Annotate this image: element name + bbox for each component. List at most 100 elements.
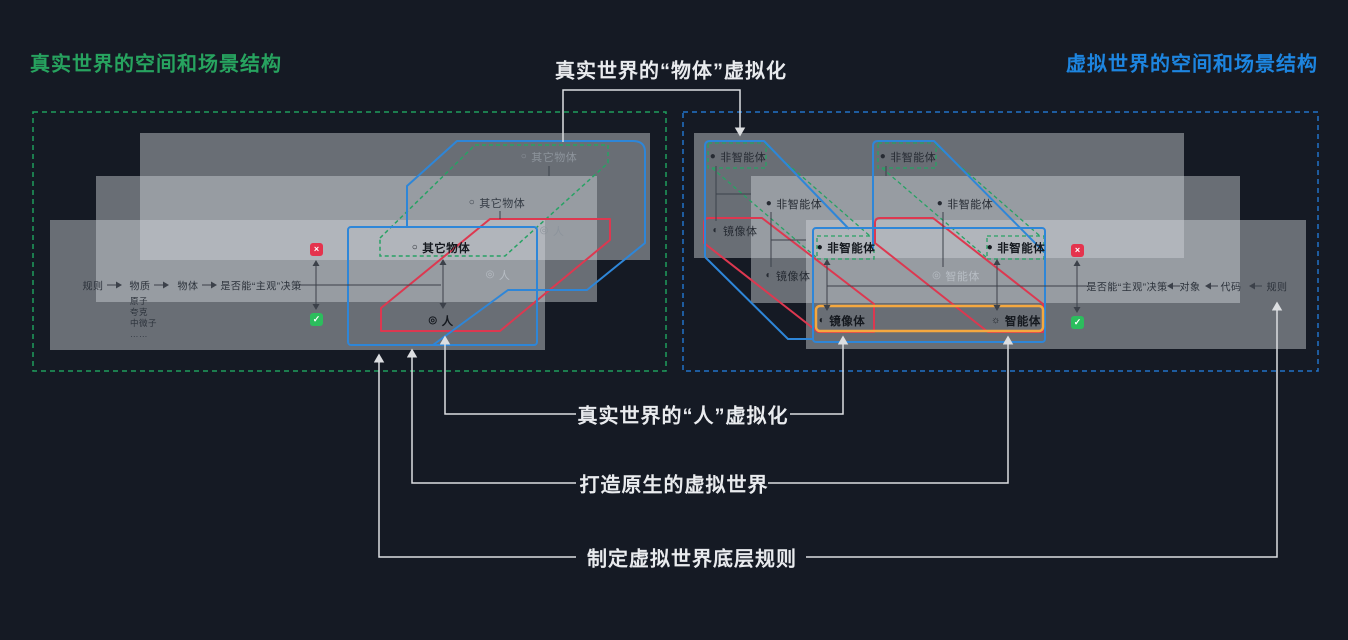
label-text: 镜像体 xyxy=(776,271,811,283)
yes-badge: ✓ xyxy=(1071,316,1084,329)
yes-badge: ✓ xyxy=(310,313,323,326)
filled-circle-icon: ● xyxy=(816,242,824,253)
flow-code: 代码 xyxy=(1220,282,1242,294)
object-virtualization-title: 真实世界的“物体”虚拟化 xyxy=(555,60,787,83)
label-nonagent-back-left: ● 非智能体 xyxy=(710,149,767,165)
filled-circle-icon: ● xyxy=(986,242,994,253)
label-text: 非智能体 xyxy=(997,243,1046,255)
label-text: 其它物体 xyxy=(479,198,526,210)
right-bottom-row-frame xyxy=(814,304,1045,333)
left-panel-back xyxy=(140,133,650,260)
person-label-connector-right xyxy=(790,335,849,415)
label-text: 人 xyxy=(441,316,454,328)
left-person-band xyxy=(380,218,611,332)
filled-circle-icon: ● xyxy=(936,198,944,209)
right-green-slant-4 xyxy=(881,167,988,259)
label-other-object-front: ○ 其它物体 xyxy=(412,240,471,256)
person-icon: ◎ xyxy=(539,225,549,236)
circle-outline-icon: ○ xyxy=(468,197,476,208)
matter-example: 原子 xyxy=(130,296,149,306)
label-text: 人 xyxy=(498,270,511,282)
label-mirror-back: ◐ 镜像体 xyxy=(712,223,757,239)
flow-rule: 规则 xyxy=(1266,282,1288,294)
label-text: 非智能体 xyxy=(720,152,767,164)
label-mirror-front: ◐ 镜像体 xyxy=(819,313,866,329)
native-world-connector-right xyxy=(768,335,1014,484)
no-badge: × xyxy=(310,243,323,256)
person-icon: ◎ xyxy=(485,269,495,280)
no-badge: × xyxy=(1071,244,1084,257)
circle-outline-icon: ○ xyxy=(411,242,419,253)
right-virtualization-band-right xyxy=(872,140,1045,253)
label-text: 其它物体 xyxy=(422,243,471,255)
left-other-object-band xyxy=(379,144,609,257)
label-text: 非智能体 xyxy=(890,152,937,164)
label-text: 其它物体 xyxy=(531,152,578,164)
flow-object: 物体 xyxy=(177,281,199,293)
flow-matter: 物质 xyxy=(129,281,151,293)
label-person-middle: ◎ 人 xyxy=(486,267,511,283)
label-agent-front: ☼ 智能体 xyxy=(991,313,1041,329)
label-text: 非智能体 xyxy=(776,199,823,211)
base-rules-label: 制定虚拟世界底层规则 xyxy=(587,548,797,571)
label-text: 非智能体 xyxy=(947,199,994,211)
label-nonagent-front-left: ● 非智能体 xyxy=(817,240,876,256)
virtual-world-region-border xyxy=(682,111,1319,372)
half-circle-icon: ◐ xyxy=(818,315,826,326)
base-rules-connector-left xyxy=(373,353,576,558)
matter-example: …… xyxy=(130,329,148,339)
person-label-connector-left xyxy=(439,335,576,415)
base-rules-connector-right xyxy=(806,301,1283,558)
person-virtualization-label: 真实世界的“人”虚拟化 xyxy=(577,405,789,428)
label-text: 镜像体 xyxy=(829,316,866,328)
label-text: 非智能体 xyxy=(827,243,876,255)
virtual-world-title: 虚拟世界的空间和场景结构 xyxy=(1066,53,1318,76)
label-other-object-back: ○ 其它物体 xyxy=(521,149,578,165)
right-nonagent-back-box-right xyxy=(877,142,937,169)
matter-example: 夸克 xyxy=(130,307,149,317)
circle-outline-icon: ○ xyxy=(520,151,528,162)
gear-sun-icon: ☼ xyxy=(991,315,1001,326)
right-nonagent-front-box-left xyxy=(816,235,875,260)
ring-icon: ◎ xyxy=(932,270,942,281)
label-nonagent-middle-right: ● 非智能体 xyxy=(937,196,994,212)
label-agent-middle: ◎ 智能体 xyxy=(932,268,980,284)
label-other-object-middle: ○ 其它物体 xyxy=(469,195,526,211)
half-circle-icon: ◐ xyxy=(712,225,720,236)
object-virtualization-connector xyxy=(562,89,746,142)
left-virtualization-band xyxy=(406,140,646,346)
label-nonagent-middle-left: ● 非智能体 xyxy=(766,196,823,212)
label-person-front: ◎ 人 xyxy=(428,313,453,329)
label-nonagent-back-right: ● 非智能体 xyxy=(880,149,937,165)
left-panel-middle xyxy=(96,176,597,302)
label-text: 镜像体 xyxy=(723,226,758,238)
flow-decision: 是否能“主观”决策 xyxy=(1086,282,1168,294)
right-front-frame xyxy=(812,227,1046,343)
matter-example: 中微子 xyxy=(130,318,158,328)
label-nonagent-front-right: ● 非智能体 xyxy=(987,240,1046,256)
real-world-title: 真实世界的空间和场景结构 xyxy=(30,53,282,76)
person-icon: ◎ xyxy=(428,315,438,326)
right-panel-front xyxy=(806,220,1306,349)
label-text: 智能体 xyxy=(945,271,980,283)
flow-decision: 是否能“主观”决策 xyxy=(220,281,302,293)
left-front-frame xyxy=(347,226,538,346)
filled-circle-icon: ● xyxy=(709,151,717,162)
right-virtualization-band-left xyxy=(704,140,850,340)
label-mirror-middle: ◐ 镜像体 xyxy=(765,268,810,284)
label-text: 人 xyxy=(552,226,565,238)
label-text: 智能体 xyxy=(1004,316,1041,328)
right-nonagent-front-box-right xyxy=(986,235,1045,260)
filled-circle-icon: ● xyxy=(765,198,773,209)
label-person-back: ◎ 人 xyxy=(540,223,565,239)
right-green-slant-2 xyxy=(711,167,818,259)
native-world-connector-left xyxy=(406,348,576,484)
flow-rule: 规则 xyxy=(82,281,104,293)
real-world-region-border xyxy=(32,111,667,372)
right-nonagent-back-box-left xyxy=(707,142,767,169)
native-world-label: 打造原生的虚拟世界 xyxy=(579,474,769,497)
filled-circle-icon: ● xyxy=(879,151,887,162)
half-circle-icon: ◐ xyxy=(765,270,773,281)
